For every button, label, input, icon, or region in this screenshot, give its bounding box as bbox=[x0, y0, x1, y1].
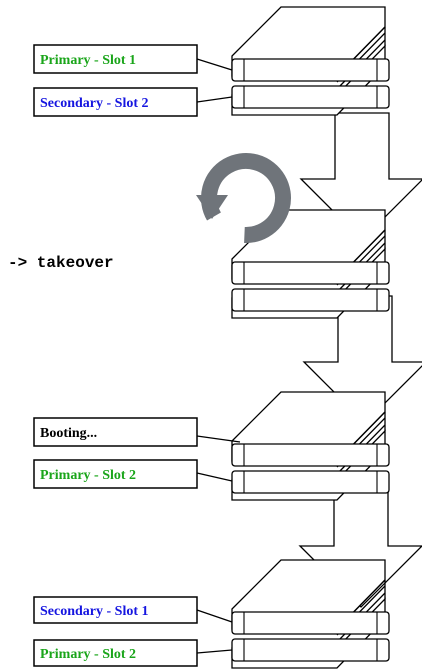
stage-4-top-label: Secondary - Slot 1 bbox=[33, 596, 198, 624]
switch-chassis-stage-1 bbox=[231, 6, 390, 116]
stage-4-bottom-label: Primary - Slot 2 bbox=[33, 639, 198, 667]
stage-3-top-label: Booting... bbox=[33, 417, 198, 447]
switch-chassis-stage-3 bbox=[231, 391, 390, 501]
switch-chassis-stage-4 bbox=[231, 559, 390, 669]
label-secondary-slot-2: Secondary - Slot 2 bbox=[40, 96, 149, 111]
takeover-command: -> takeover bbox=[8, 254, 114, 272]
refresh-cycle-icon bbox=[196, 153, 291, 243]
label-primary-slot-2: Primary - Slot 2 bbox=[40, 468, 136, 483]
label-primary-slot-1: Primary - Slot 1 bbox=[40, 53, 136, 68]
stage-3-bottom-label: Primary - Slot 2 bbox=[33, 459, 198, 489]
label-secondary-slot-1: Secondary - Slot 1 bbox=[40, 604, 149, 619]
label-booting: Booting... bbox=[40, 426, 97, 441]
stage-1-bottom-label: Secondary - Slot 2 bbox=[33, 87, 198, 117]
stage-1-top-label: Primary - Slot 1 bbox=[33, 44, 198, 74]
label-primary-slot-2: Primary - Slot 2 bbox=[40, 647, 136, 662]
